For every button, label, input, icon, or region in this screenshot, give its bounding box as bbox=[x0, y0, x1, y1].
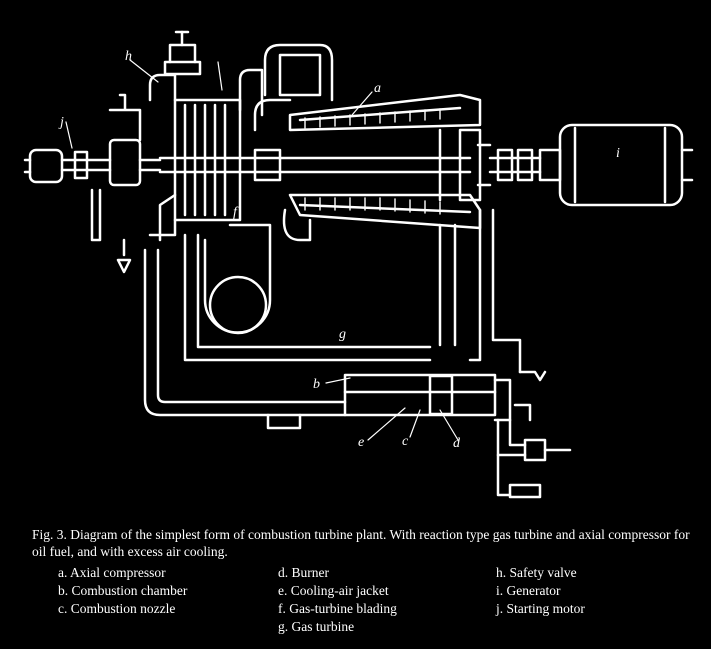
turbine-diagram: a b c d e f g h i j bbox=[23, 30, 694, 499]
combustion-chamber bbox=[343, 373, 512, 422]
legend-item-g: g. Gas turbine bbox=[278, 619, 355, 634]
turbine-diagram-svg: a b c d e f g h i j bbox=[23, 30, 694, 499]
legend-item-f: f. Gas-turbine blading bbox=[278, 601, 397, 616]
legend-column-2: d. Burner e. Cooling-air jacket f. Gas-t… bbox=[278, 564, 397, 636]
safety-valve bbox=[163, 30, 202, 76]
legend-item-i: i. Generator bbox=[496, 583, 561, 598]
legend-item-j: j. Starting motor bbox=[496, 601, 585, 616]
leader-lines bbox=[65, 59, 459, 441]
legend-item-c: c. Combustion nozzle bbox=[58, 601, 176, 616]
legend-column-3: h. Safety valve i. Generator j. Starting… bbox=[496, 564, 585, 618]
figure-caption: Fig. 3. Diagram of the simplest form of … bbox=[32, 527, 690, 559]
label-i: i bbox=[616, 146, 620, 161]
legend-item-a: a. Axial compressor bbox=[58, 565, 166, 580]
main-shaft bbox=[158, 148, 472, 182]
label-a: a bbox=[374, 81, 381, 96]
label-j: j bbox=[58, 115, 64, 130]
label-d: d bbox=[453, 436, 461, 451]
legend-item-b: b. Combustion chamber bbox=[58, 583, 188, 598]
generator bbox=[538, 123, 694, 207]
fuel-supply-line bbox=[496, 370, 572, 499]
label-b: b bbox=[313, 377, 320, 392]
gas-turbine-casing bbox=[253, 43, 492, 242]
label-c: c bbox=[402, 434, 409, 449]
label-f: f bbox=[233, 205, 239, 220]
axial-compressor bbox=[148, 68, 272, 335]
label-g: g bbox=[339, 327, 346, 342]
legend-item-h: h. Safety valve bbox=[496, 565, 577, 580]
starting-motor bbox=[23, 93, 162, 274]
legend-column-1: a. Axial compressor b. Combustion chambe… bbox=[58, 564, 187, 618]
label-h: h bbox=[125, 49, 132, 64]
turbine-blading bbox=[304, 108, 441, 215]
legend-item-d: d. Burner bbox=[278, 565, 329, 580]
legend-item-e: e. Cooling-air jacket bbox=[278, 583, 389, 598]
cooling-air-ducts bbox=[143, 193, 522, 430]
label-e: e bbox=[358, 435, 364, 450]
generator-coupling bbox=[488, 148, 542, 182]
